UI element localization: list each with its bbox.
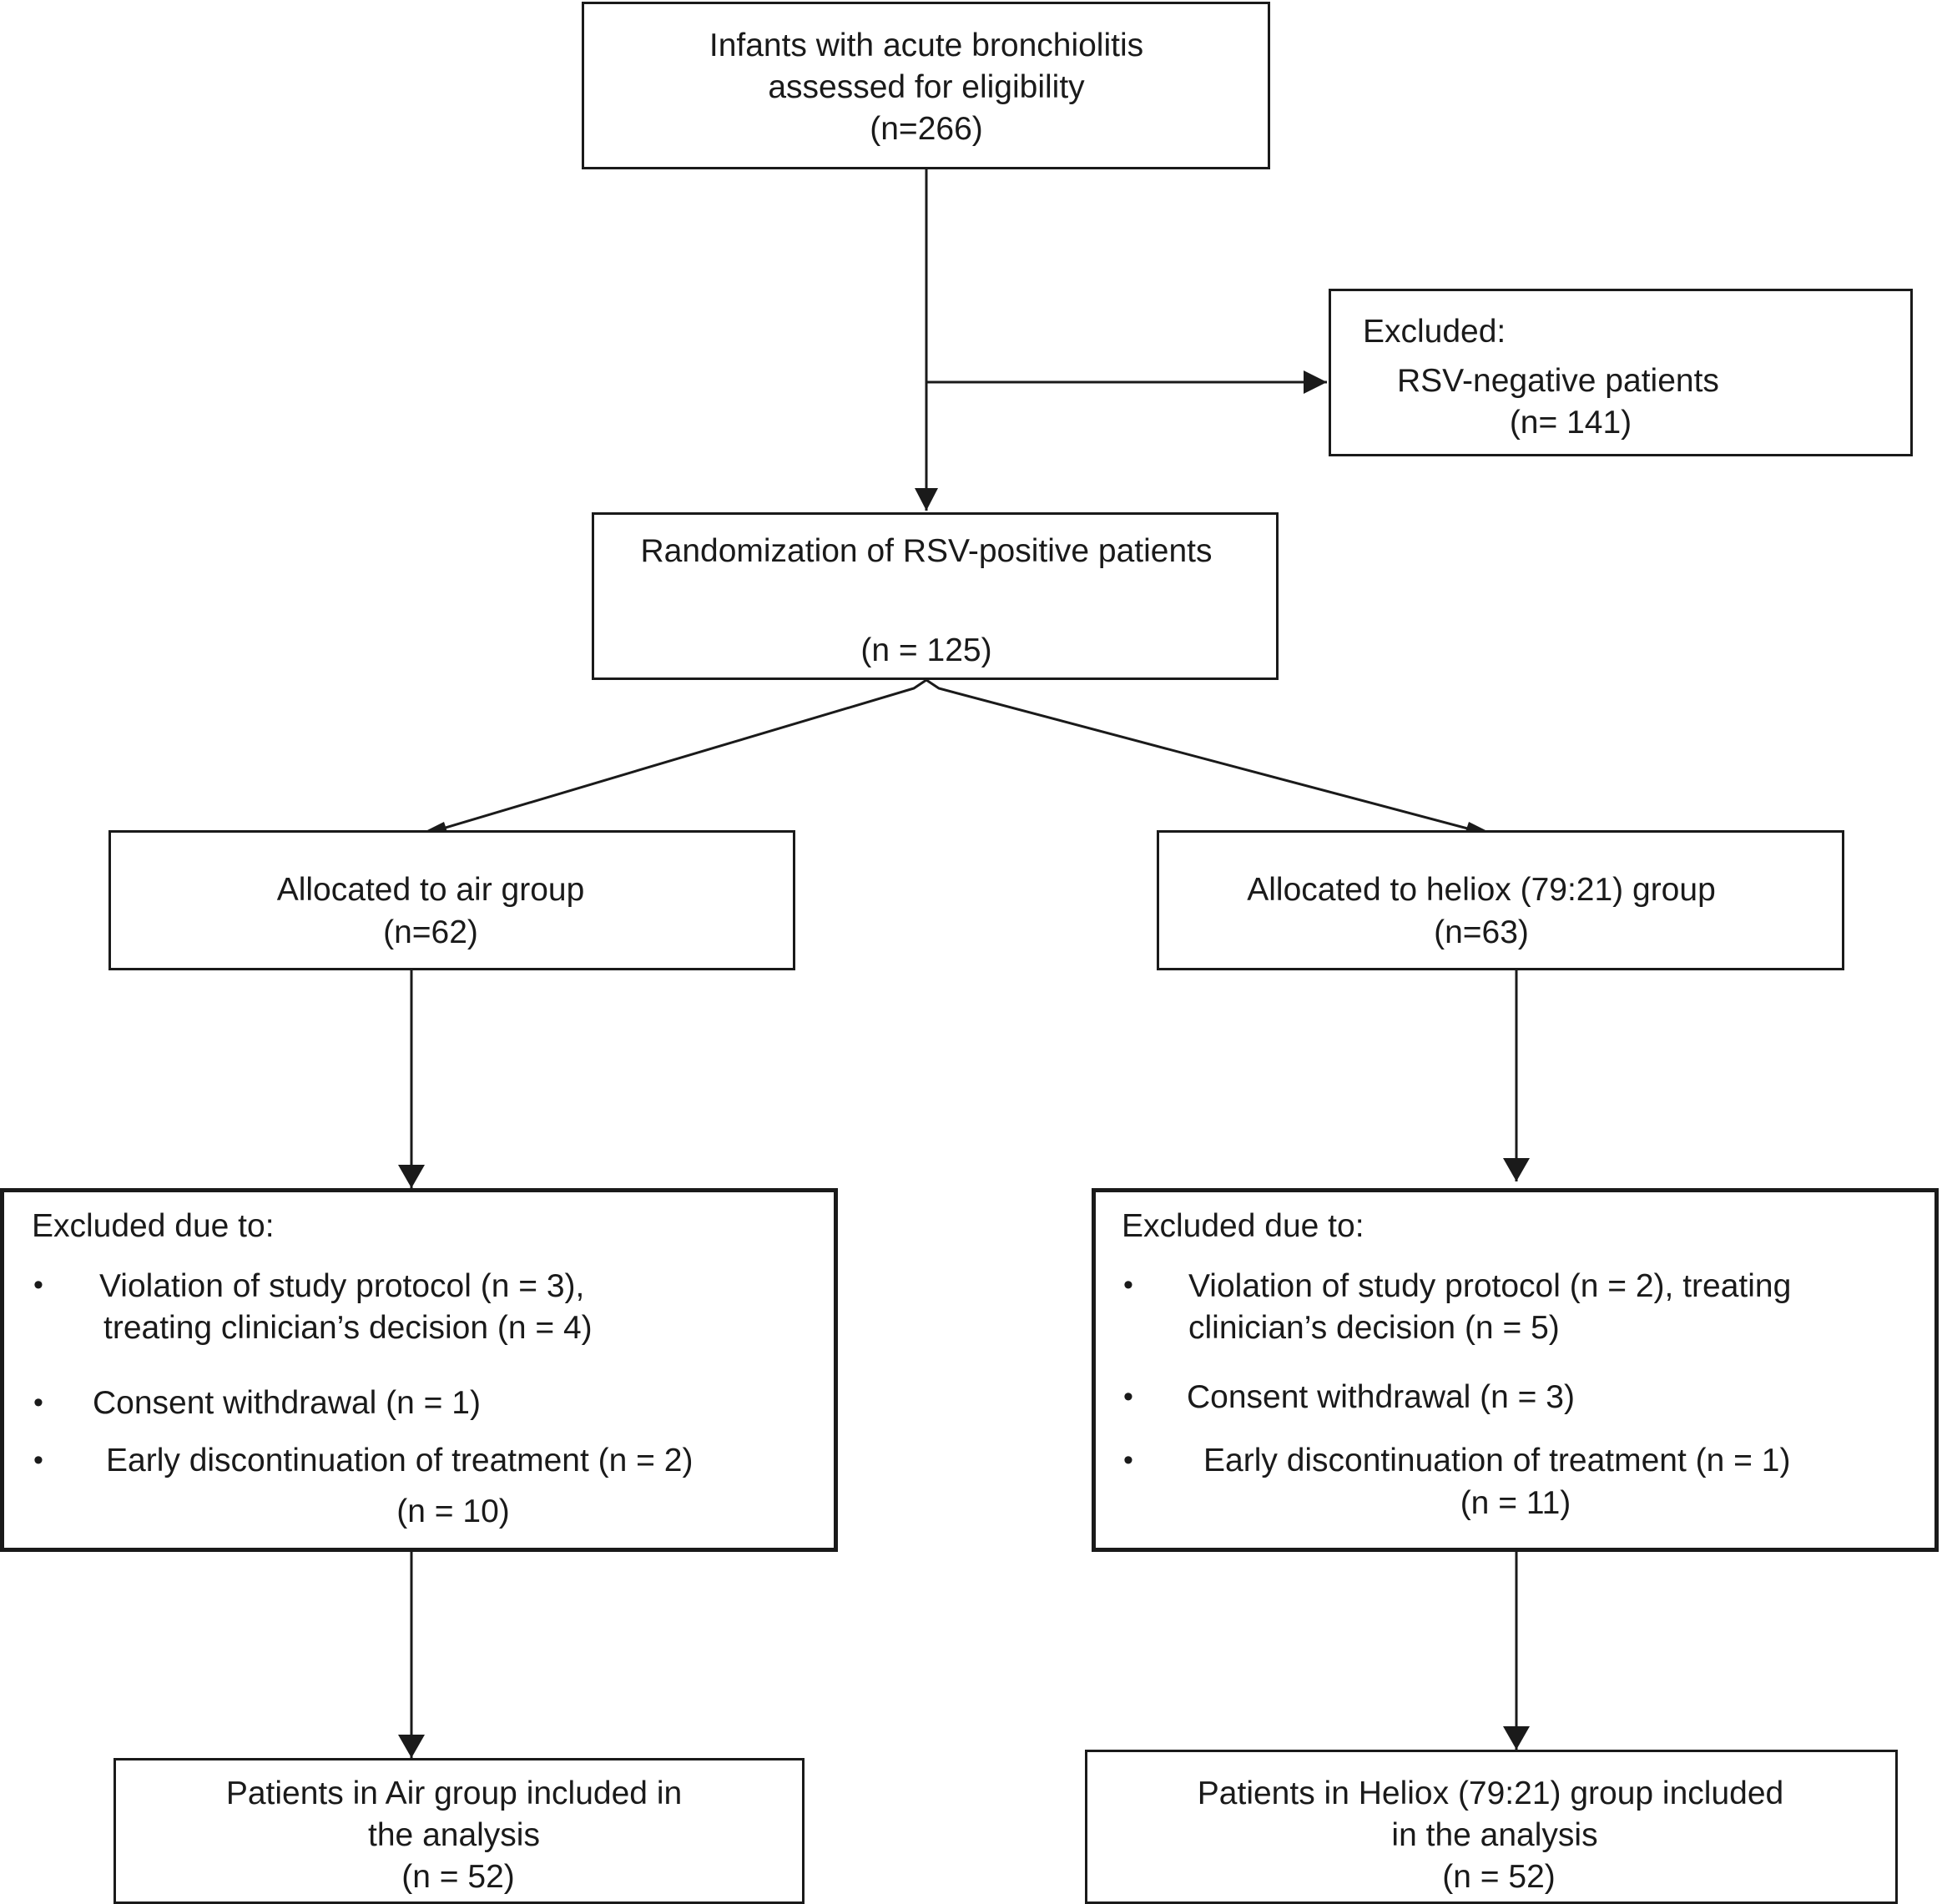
heliox-analysis-line2: in the analysis [1391, 1817, 1598, 1853]
arrowhead-heliox-excluded [1503, 1158, 1530, 1181]
air-allocation-box [108, 830, 795, 970]
air-excluded-box [0, 1188, 838, 1552]
eligibility-box [582, 2, 1270, 169]
heliox-excluded-total: (n = 11) [1460, 1485, 1571, 1521]
arrowhead-excluded [1304, 370, 1327, 394]
eligibility-line2: assessed for eligibility [768, 69, 1085, 105]
heliox-allocation-count: (n=63) [1434, 914, 1529, 950]
heliox-item2: Consent withdrawal (n = 3) [1187, 1379, 1575, 1415]
excluded-heading: Excluded: [1363, 314, 1506, 350]
air-item3: Early discontinuation of treatment (n = … [106, 1443, 694, 1478]
heliox-analysis-box [1085, 1750, 1898, 1904]
heliox-excluded-heading: Excluded due to: [1122, 1208, 1364, 1244]
eligibility-count: (n=266) [870, 111, 983, 147]
heliox-allocation-box [1157, 830, 1844, 970]
heliox-item1-line1: Violation of study protocol (n = 2), tre… [1188, 1268, 1792, 1304]
air-analysis-line1: Patients in Air group included in [225, 1776, 683, 1811]
heliox-bullet-3: • [1123, 1444, 1133, 1476]
heliox-bullet-1: • [1123, 1269, 1133, 1301]
randomization-label: Randomization of RSV-positive patients [640, 533, 1213, 569]
excluded-box [1329, 289, 1913, 456]
air-excluded-total: (n = 10) [396, 1493, 510, 1529]
air-analysis-box [113, 1758, 805, 1904]
arrowhead-air-analysis [398, 1735, 425, 1758]
arrowhead-randomization [915, 488, 938, 511]
heliox-item3: Early discontinuation of treatment (n = … [1203, 1443, 1791, 1478]
heliox-analysis-line1: Patients in Heliox (79:21) group include… [1197, 1776, 1784, 1811]
heliox-allocation-label: Allocated to heliox (79:21) group [1247, 872, 1716, 908]
heliox-excluded-box [1092, 1188, 1939, 1552]
air-allocation-label: Allocated to air group [276, 872, 585, 908]
air-bullet-2: • [33, 1387, 43, 1418]
air-item1-line1: Violation of study protocol (n = 3), [99, 1268, 585, 1304]
air-item1-line2: treating clinician’s decision (n = 4) [103, 1310, 593, 1346]
air-item2: Consent withdrawal (n = 1) [93, 1385, 481, 1421]
randomization-count: (n = 125) [860, 632, 992, 668]
arrow-randomization-to-air [422, 678, 927, 836]
air-analysis-line2: the analysis [368, 1817, 540, 1853]
air-excluded-heading: Excluded due to: [32, 1208, 275, 1244]
excluded-count: (n= 141) [1509, 405, 1632, 441]
heliox-bullet-2: • [1123, 1381, 1133, 1413]
randomization-box [592, 512, 1279, 680]
air-allocation-count: (n=62) [383, 914, 478, 950]
arrowhead-heliox-analysis [1503, 1726, 1530, 1750]
heliox-item1-line2: clinician’s decision (n = 5) [1188, 1310, 1560, 1346]
air-analysis-count: (n = 52) [401, 1859, 515, 1895]
heliox-analysis-count: (n = 52) [1442, 1859, 1556, 1895]
arrow-randomization-to-heliox [926, 678, 1491, 836]
air-bullet-3: • [33, 1444, 43, 1476]
air-bullet-1: • [33, 1269, 43, 1301]
excluded-reason: RSV-negative patients [1397, 363, 1719, 399]
eligibility-line1: Infants with acute bronchiolitis [709, 28, 1144, 63]
arrowhead-air-excluded [398, 1165, 425, 1188]
